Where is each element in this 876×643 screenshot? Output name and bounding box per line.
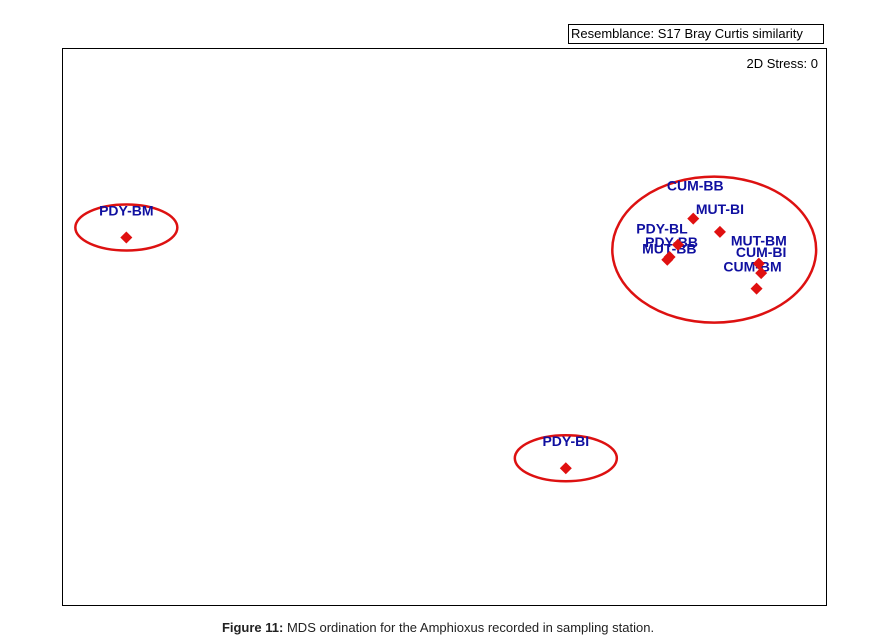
- legend-box: Resemblance: S17 Bray Curtis similarity: [568, 24, 824, 44]
- point-label-pdy-bl: PDY-BL: [636, 221, 688, 237]
- point-marker-pdy-bi: [559, 462, 572, 475]
- point-marker-cum-bb: [687, 212, 700, 225]
- point-label-cum-bi: CUM-BI: [736, 244, 787, 260]
- group-ellipse-0: [74, 203, 179, 252]
- stress-label: 2D Stress: 0: [746, 56, 818, 71]
- legend-text: Resemblance: S17 Bray Curtis similarity: [571, 26, 803, 41]
- point-label-mut-bm: MUT-BM: [731, 233, 787, 249]
- point-marker-cum-bm: [750, 282, 763, 295]
- caption-label: Figure 11:: [221, 620, 284, 635]
- point-label-cum-bb: CUM-BB: [667, 178, 724, 194]
- point-marker-mut-bm: [752, 257, 765, 270]
- group-ellipse-1: [513, 433, 619, 483]
- point-label-pdy-bm: PDY-BM: [99, 202, 153, 218]
- point-marker-mut-bb: [661, 253, 674, 266]
- point-label-mut-bi: MUT-BI: [696, 201, 744, 217]
- point-label-cum-bm: CUM-BM: [723, 259, 781, 275]
- point-marker-pdy-bl: [671, 238, 684, 251]
- group-ellipse-2: [611, 175, 818, 324]
- caption-text: MDS ordination for the Amphioxus recorde…: [283, 620, 655, 635]
- point-label-pdy-bb: PDY-BB: [645, 234, 698, 250]
- point-marker-mut-bi: [713, 225, 726, 238]
- point-label-pdy-bi: PDY-BI: [542, 433, 589, 449]
- plot-frame: [62, 48, 827, 606]
- point-marker-cum-bi: [755, 267, 768, 280]
- point-marker-pdy-bm: [120, 231, 133, 244]
- figure-caption: Figure 11: MDS ordination for the Amphio…: [0, 620, 876, 635]
